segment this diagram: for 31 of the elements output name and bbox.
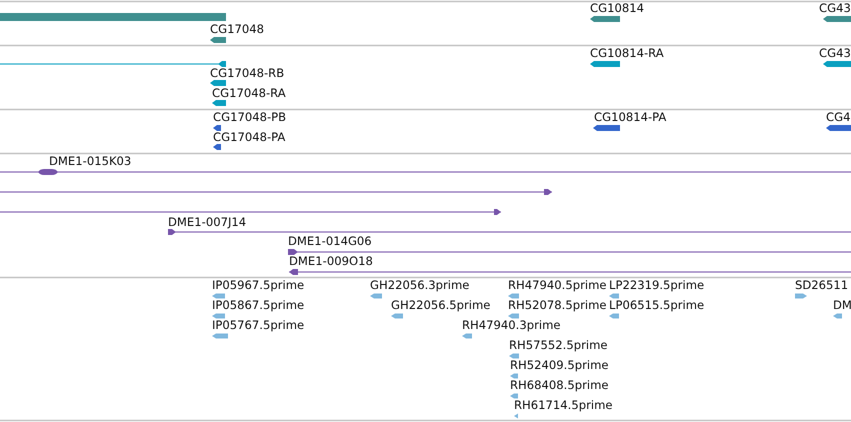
feature-label: IP05867.5prime [212,298,304,312]
feature-label: LP22319.5prime [609,278,704,292]
feature-label: CG17048-PA [213,130,286,144]
feature-label: LP06515.5prime [609,298,704,312]
feature-label: CG10814-PA [594,110,666,124]
feature-label: CG4 [826,110,850,124]
feature-label: DME1-014G06 [288,234,372,248]
feature-label: IP05967.5prime [212,278,304,292]
feature-label: CG17048-RA [212,86,286,100]
feature-label: CG10814 [590,1,644,15]
feature-label: RH47940.3prime [462,318,560,332]
feature-label: CG43 [819,1,851,15]
feature-label: DME1-015K03 [49,154,132,168]
feature-label: CG10814-RA [590,46,664,60]
feature-label: CG17048-RB [210,66,284,80]
feature-label: RH61714.5prime [514,398,612,412]
feature-label: CG43 [819,46,851,60]
feature-label: GH22056.5prime [391,298,490,312]
feature-label: CG17048-PB [213,110,286,124]
feature-label: RH47940.5prime [508,278,606,292]
feature-label: RH57552.5prime [509,338,608,352]
feature-label: RH52078.5prime [508,298,606,312]
feature-label: DM [833,298,851,312]
feature-label: GH22056.3prime [370,278,470,292]
feature-label: DME1-007J14 [168,215,246,229]
feature-label: IP05767.5prime [212,318,304,332]
feature-label: SD26511 [795,278,848,292]
feature-label: DME1-009O18 [289,254,373,268]
feature-label: CG17048 [210,22,264,36]
feature-label: RH52409.5prime [510,358,608,372]
feature-label: RH68408.5prime [510,378,608,392]
